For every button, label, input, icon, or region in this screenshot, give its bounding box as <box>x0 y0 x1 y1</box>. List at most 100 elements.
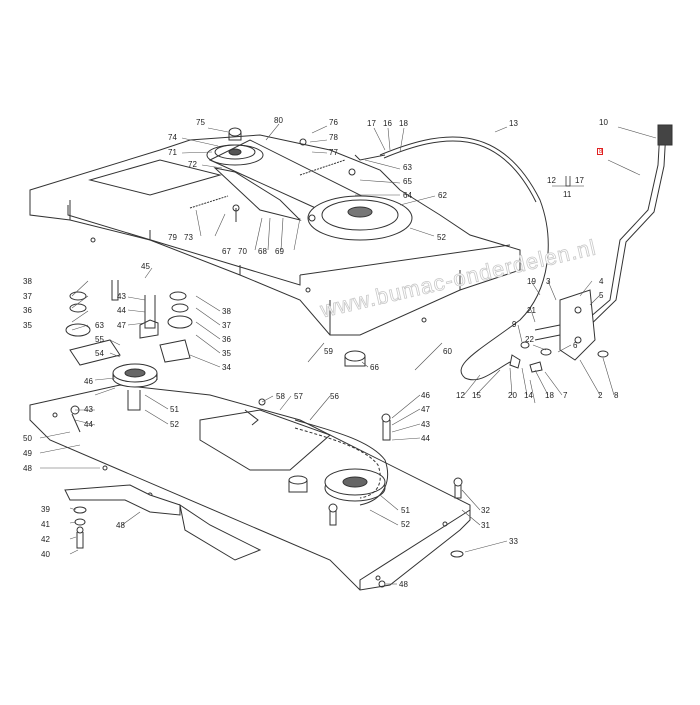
callout-label: 32 <box>481 506 490 515</box>
callout-label: 31 <box>481 521 490 530</box>
callout-label: 71 <box>168 148 177 157</box>
callout-label: 73 <box>184 233 193 242</box>
callout-label: 64 <box>403 191 412 200</box>
callout-label: 47 <box>117 321 126 330</box>
callout-label: 76 <box>329 118 338 127</box>
callout-label: 65 <box>403 177 412 186</box>
callout-label: 15 <box>472 391 481 400</box>
callout-label: 42 <box>41 535 50 544</box>
callout-label: 17 <box>367 119 376 128</box>
lever-assembly <box>509 124 673 373</box>
callout-label: 43 <box>421 420 430 429</box>
callout-label: 22 <box>525 335 534 344</box>
callout-label: 51 <box>170 405 179 414</box>
callout-label: 57 <box>294 392 303 401</box>
deck-housing <box>29 134 521 336</box>
callout-label: 44 <box>84 420 93 429</box>
callout-label: 46 <box>421 391 430 400</box>
callout-label: 36 <box>23 306 32 315</box>
callout-label: 34 <box>222 363 231 372</box>
callout-label: 4 <box>599 277 604 286</box>
group-bracket-11 <box>565 176 571 187</box>
callout-label: 54 <box>95 349 104 358</box>
callout-label: 79 <box>168 233 177 242</box>
callout-label: 46 <box>84 377 93 386</box>
callout-label: 51 <box>401 506 410 515</box>
callout-label: 12 <box>547 176 556 185</box>
callout-label: 59 <box>324 347 333 356</box>
callout-label: 72 <box>188 160 197 169</box>
callout-label: 7 <box>563 391 568 400</box>
callout-label: 12 <box>456 391 465 400</box>
callout-label: 69 <box>275 247 284 256</box>
callout-label: 47 <box>421 405 430 414</box>
callout-label: 48 <box>399 580 408 589</box>
callout-label: 48 <box>116 521 125 530</box>
callout-label: 75 <box>196 118 205 127</box>
callout-label: 48 <box>23 464 32 473</box>
chassis-plate <box>29 384 471 591</box>
callout-label: 16 <box>383 119 392 128</box>
callout-label: 2 <box>598 391 603 400</box>
lower-left-bracket <box>64 484 262 561</box>
callout-label: 18 <box>399 119 408 128</box>
callout-label: 63 <box>95 321 104 330</box>
callout-label: 14 <box>524 391 533 400</box>
callout-label: 37 <box>23 292 32 301</box>
top-pulley-assembly <box>189 127 413 241</box>
callout-label: 55 <box>95 335 104 344</box>
callout-label: 70 <box>238 247 247 256</box>
callout-label: 78 <box>329 133 338 142</box>
callout-label: 45 <box>141 262 150 271</box>
lower-right-pulley <box>244 350 464 588</box>
callout-label: 40 <box>41 550 50 559</box>
callout-label: 77 <box>329 148 338 157</box>
callout-label: 43 <box>117 292 126 301</box>
callout-label: 80 <box>274 116 283 125</box>
control-cable <box>379 136 549 381</box>
callout-label: 33 <box>509 537 518 546</box>
callout-label: 36 <box>222 335 231 344</box>
callout-label: 66 <box>370 363 379 372</box>
callout-label: 11 <box>563 190 572 199</box>
callout-label: 21 <box>527 306 536 315</box>
callout-label: 58 <box>276 392 285 401</box>
callout-label: 38 <box>222 307 231 316</box>
callout-label-highlighted: 8 <box>599 149 603 155</box>
callout-label: 10 <box>599 118 608 127</box>
callout-label: 52 <box>170 420 179 429</box>
callout-label: 67 <box>222 247 231 256</box>
highlight-marker <box>597 148 603 155</box>
callout-label: 63 <box>403 163 412 172</box>
callout-label: 41 <box>41 520 50 529</box>
callout-label: 60 <box>443 347 452 356</box>
callout-label: 52 <box>437 233 446 242</box>
callout-label: 39 <box>41 505 50 514</box>
callout-label: 18 <box>545 391 554 400</box>
callout-label: 35 <box>222 349 231 358</box>
callout-label: 17 <box>575 176 584 185</box>
callout-label: 62 <box>438 191 447 200</box>
callout-label: 5 <box>599 291 604 300</box>
callout-label: 44 <box>117 306 126 315</box>
callout-label: 44 <box>421 434 430 443</box>
callout-label: 56 <box>330 392 339 401</box>
leader-lines <box>39 123 657 585</box>
callout-label: 50 <box>23 434 32 443</box>
callout-label: 49 <box>23 449 32 458</box>
callout-label: 6 <box>573 341 578 350</box>
callout-label: 37 <box>222 321 231 330</box>
callout-label: 9 <box>512 320 517 329</box>
callout-label: 3 <box>546 277 551 286</box>
callout-label: 38 <box>23 277 32 286</box>
callout-label: 43 <box>84 405 93 414</box>
callout-label: 20 <box>508 391 517 400</box>
callout-label: 35 <box>23 321 32 330</box>
callout-label: 74 <box>168 133 177 142</box>
callout-label: 19 <box>527 277 536 286</box>
callout-label: 68 <box>258 247 267 256</box>
callout-label: 13 <box>509 119 518 128</box>
lower-left-pulley <box>65 280 193 433</box>
